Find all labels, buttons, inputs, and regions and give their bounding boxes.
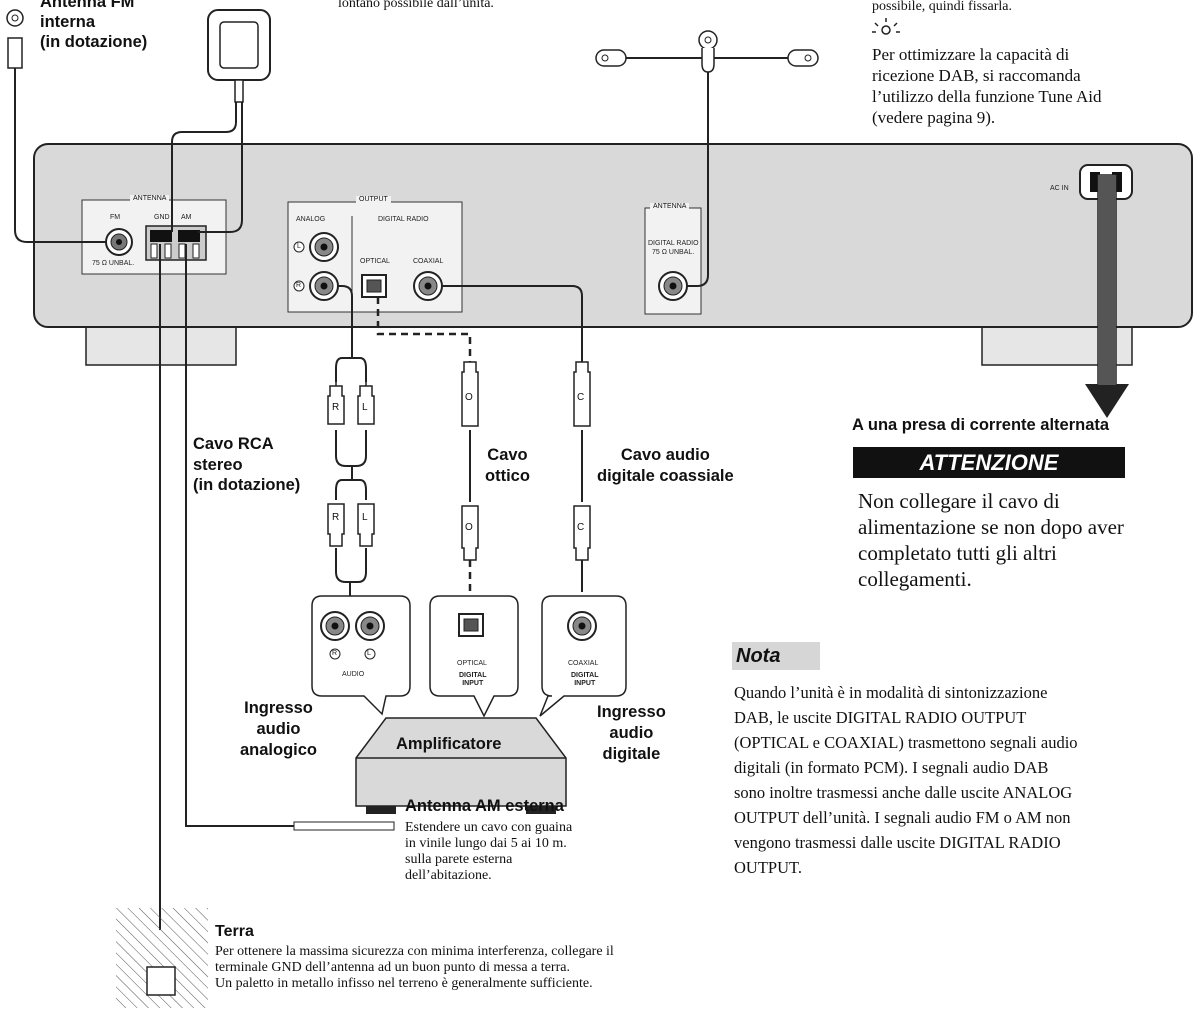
optical-label: OPTICAL [360,258,390,265]
plug-letter-c-lower: C [577,522,585,533]
am-antenna-title: Antenna AM esterna [405,797,564,815]
amp-optical-label: OPTICAL [457,660,487,667]
ac-outlet-label: A una presa di corrente alternata [852,416,1110,434]
amp-coaxial-digital-input: DIGITAL INPUT [571,672,599,688]
channel-r-label: R [296,282,302,289]
coax-cable-label: Cavo audio digitale coassiale [597,446,734,485]
coax-cable [442,285,583,362]
tip-bulb-icon [872,18,900,35]
amp-coaxial-label: COAXIAL [568,660,599,667]
output-box-label: OUTPUT [356,196,391,203]
plug-letter-r-upper: R [332,402,340,413]
top-center-note: lontano possibile dall’unità. [338,0,494,11]
fm-unbal-label: 75 Ω UNBAL. [92,260,135,267]
plug-letter-o-upper: O [465,392,473,403]
analog-label: ANALOG [296,216,326,223]
gnd-label: GND [154,214,170,221]
plug-letter-o-lower: O [465,522,473,533]
top-right-note: possibile, quindi fissarla. [872,0,1012,14]
ground-stake [146,966,176,996]
fm-antenna-label: Antenna FM interna (in dotazione) [40,0,148,51]
ground-title: Terra [215,923,254,940]
coaxial-label: COAXIAL [413,258,444,265]
optical-cable-label: Cavo ottico [485,446,530,485]
am-label: AM [181,214,192,221]
amplifier-box [355,717,567,807]
dab-digital-radio-label: DIGITAL RADIO [648,240,699,247]
am-external-wire [293,821,395,831]
antenna-box-label: ANTENNA [130,195,170,202]
plug-letter-l-upper: L [362,402,368,413]
fm-antenna-plug [7,37,23,69]
dab-tip-text: Per ottimizzare la capacità di ricezione… [872,45,1102,127]
dab-unbal-label: 75 Ω UNBAL. [652,249,695,256]
ac-in-label: AC IN [1050,185,1069,192]
amp-panel-optical [429,595,519,718]
amp-r-label: R [332,650,338,657]
channel-l-label: L [297,243,301,250]
plug-row-lower [327,503,591,561]
plug-row-upper [327,361,591,427]
amp-panel-coaxial [539,595,627,717]
caution-banner: ATTENZIONE [853,447,1125,478]
dab-antenna-box-label: ANTENNA [650,203,690,210]
plug-letter-r-lower: R [332,512,340,523]
fm-label: FM [110,214,121,221]
digital-input-label: Ingresso audio digitale [597,703,666,763]
caution-text: Non collegare il cavo di alimentazione s… [858,489,1124,591]
nota-heading: Nota [732,642,820,670]
amp-l-label: L [367,650,371,657]
analog-input-label: Ingresso audio analogico [240,699,318,759]
power-cord-arrow [1085,174,1129,418]
amp-optical-digital-input: DIGITAL INPUT [459,672,487,688]
am-antenna-desc: Estendere un cavo con guaina in vinile l… [405,820,573,883]
amplifier-label: Amplificatore [396,735,502,753]
rca-cable-label: Cavo RCA stereo (in dotazione) [193,435,301,494]
digital-radio-label: DIGITAL RADIO [378,216,429,223]
amp-audio-label: AUDIO [342,671,365,678]
rca-cable [335,285,367,634]
ground-desc: Per ottenere la massima sicurezza con mi… [215,944,614,991]
plug-letter-c-upper: C [577,392,585,403]
nota-text: Quando l’unità è in modalità di sintoniz… [734,683,1078,877]
plug-letter-l-lower: L [362,512,368,523]
dab-t-antenna [595,30,819,287]
optical-cable-dashed [376,297,472,362]
am-loop-antenna [207,9,271,81]
